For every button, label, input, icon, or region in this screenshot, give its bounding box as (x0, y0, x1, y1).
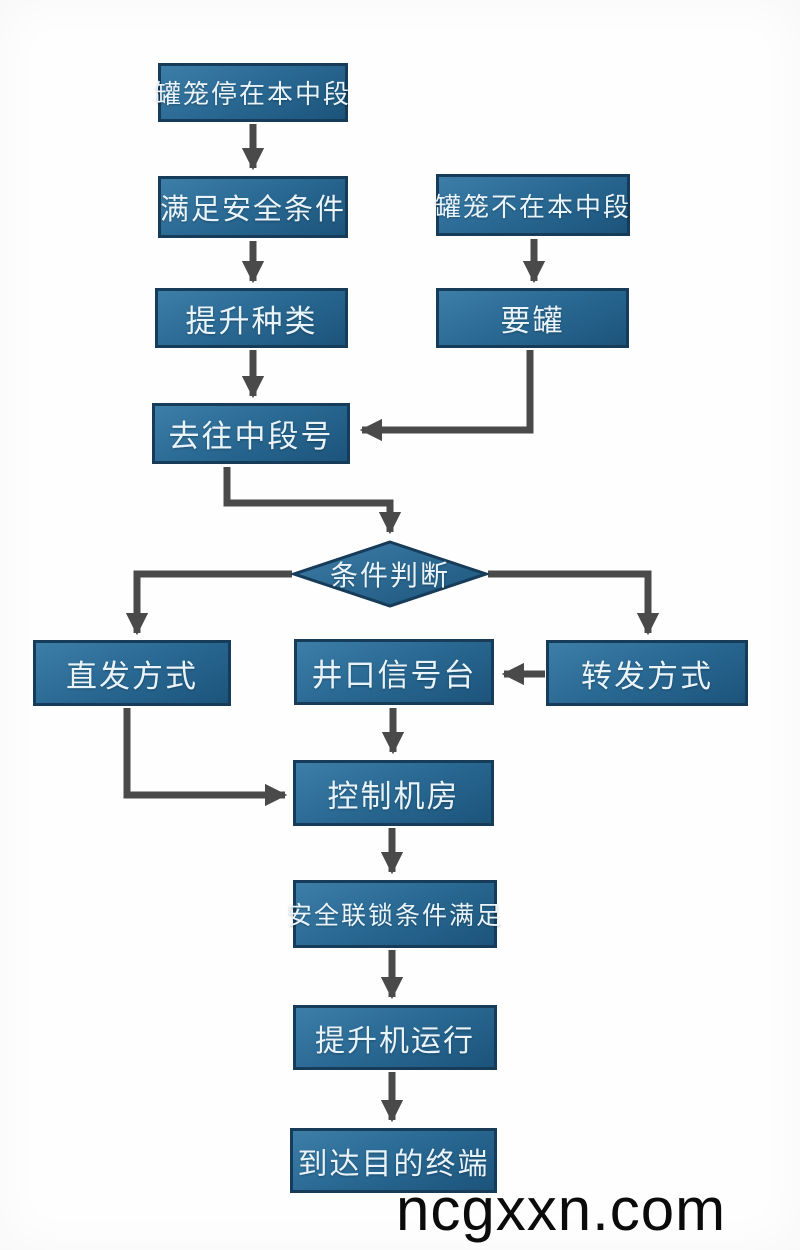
node-label: 直发方式 (66, 658, 198, 695)
node-cage-stopped-at-this-level: 罐笼停在本中段 (155, 63, 352, 122)
node-label: 安全联锁条件满足 (287, 901, 504, 930)
node-shaft-mouth-signal-station: 井口信号台 (294, 639, 494, 705)
node-request-cage: 要罐 (436, 288, 629, 348)
arrow-direct-mode-to-control-room (123, 708, 288, 807)
node-cage-not-at-this-level: 罐笼不在本中段 (435, 174, 632, 236)
node-label: 要罐 (500, 304, 565, 339)
node-label: 去往中段号 (168, 419, 334, 455)
node-label: 井口信号台 (311, 657, 477, 694)
node-label: 满足安全条件 (160, 192, 347, 226)
diamond-shape (291, 540, 489, 608)
node-label: 到达目的终端 (297, 1146, 490, 1182)
node-destination-level-number: 去往中段号 (152, 403, 350, 464)
node-label: 罐笼不在本中段 (435, 192, 632, 223)
node-condition-decision-diamond: 条件判断 (291, 540, 489, 608)
arrow-condition-to-direct-mode (125, 570, 292, 636)
node-control-machine-room: 控制机房 (293, 760, 494, 826)
node-forwarding-mode: 转发方式 (546, 640, 748, 706)
node-label: 罐笼停在本中段 (155, 80, 352, 110)
node-label: 转发方式 (581, 658, 713, 695)
arrow-request-cage-to-dest-level (359, 350, 534, 442)
watermark-text: ncgxxn.com (396, 1176, 727, 1243)
node-label: 提升种类 (185, 303, 318, 340)
node-hoist-running: 提升机运行 (293, 1005, 497, 1070)
node-hoist-type: 提升种类 (155, 288, 348, 348)
node-label: 控制机房 (327, 778, 460, 815)
node-safety-conditions-met: 满足安全条件 (158, 176, 348, 238)
node-label: 提升机运行 (315, 1023, 475, 1059)
node-safety-interlock-conditions-met: 安全联锁条件满足 (287, 880, 501, 948)
arrow-condition-to-forward-mode (488, 570, 660, 636)
node-label: 条件判断 (329, 559, 450, 592)
node-arrive-destination-terminal: 到达目的终端 (290, 1128, 497, 1193)
arrow-dest-level-to-condition (223, 467, 402, 535)
node-direct-dispatch-mode: 直发方式 (33, 640, 231, 706)
